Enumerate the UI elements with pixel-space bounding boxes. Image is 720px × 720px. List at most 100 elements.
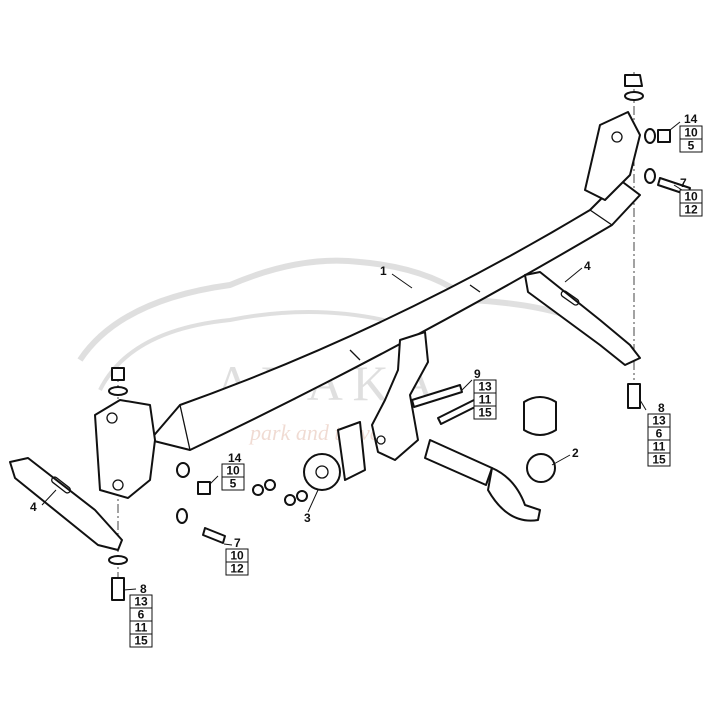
callout-9: 9 <box>474 367 481 381</box>
left-end-bracket <box>94 399 156 499</box>
socket-plate-disc <box>303 453 341 491</box>
stack-cell-box <box>679 138 703 153</box>
tow-ball-cap <box>523 396 557 436</box>
callout-1: 1 <box>380 264 387 278</box>
stack-cell-box <box>679 202 703 217</box>
watermark-car-line <box>98 310 421 391</box>
callout-4-right: 4 <box>584 259 591 273</box>
bolt-bottom-8 <box>111 577 125 601</box>
stack-cell-box <box>473 405 497 420</box>
washer-bottom-left <box>108 555 128 565</box>
fasteners <box>108 74 691 601</box>
stack-cell-label: 10 <box>230 549 244 563</box>
callout-3: 3 <box>304 511 311 525</box>
nut-left-1 <box>197 481 211 495</box>
stack-cell-label: 12 <box>684 203 698 217</box>
washer-socket-2 <box>296 490 308 502</box>
washer-socket-1 <box>284 494 296 506</box>
tow-ball-head <box>526 453 556 483</box>
stack-cell-label: 11 <box>135 621 148 635</box>
stack-cell-label: 15 <box>652 453 666 467</box>
leader-2 <box>551 454 571 466</box>
left-support-bracket-slot <box>51 476 71 494</box>
washer-left-2 <box>176 508 188 524</box>
watermark-tagline: park and travel <box>248 420 386 445</box>
bolt-right-8 <box>627 383 641 409</box>
main-beam-edges <box>179 209 613 451</box>
stack-cell-label: 6 <box>656 427 663 441</box>
leader-7-left <box>223 543 233 546</box>
washer-right-2 <box>644 168 656 184</box>
central-hanger <box>371 331 429 461</box>
nut-top-right <box>624 74 643 87</box>
washer-top-left <box>108 386 128 396</box>
stack-cell-label: 13 <box>478 380 492 394</box>
washer-left-1 <box>176 462 190 478</box>
leader-9 <box>461 379 473 391</box>
stack-cell-label: 5 <box>688 139 695 153</box>
left-end-bracket-hole-top <box>106 412 118 424</box>
stack-cell-label: 10 <box>226 464 240 478</box>
leader-4-left <box>41 489 57 506</box>
tow-ball-shank <box>424 439 493 486</box>
leader-8-right <box>639 399 647 411</box>
leader-14-left <box>209 475 219 485</box>
leader-1 <box>391 273 413 289</box>
stack-cell-label: 13 <box>134 595 148 609</box>
nut-socket-1 <box>252 484 264 496</box>
stack-cell-label: 12 <box>230 562 244 576</box>
stack-cell-label: 10 <box>684 190 698 204</box>
watermark-car-swoosh <box>77 257 602 362</box>
nut-right-1 <box>657 129 671 143</box>
stack-cell-label: 6 <box>138 608 145 622</box>
tow-ball-neck <box>487 467 541 522</box>
nut-top-left <box>111 367 125 381</box>
leader-3 <box>307 489 319 513</box>
stack-cell-label: 13 <box>652 414 666 428</box>
stack-cell-label: 5 <box>230 477 237 491</box>
stack-cell-box <box>647 452 671 467</box>
stack-cell-label: 15 <box>478 406 492 420</box>
callout-8-right: 8 <box>658 401 665 415</box>
stack-cell-box <box>129 633 153 648</box>
left-support-bracket <box>9 457 123 551</box>
callout-4-left: 4 <box>30 500 37 514</box>
bolt-left-7 <box>202 527 226 544</box>
callout-8-left: 8 <box>140 582 147 596</box>
nut-socket-2 <box>264 479 276 491</box>
socket-plate-center-hole <box>315 465 329 479</box>
callout-14-left: 14 <box>228 451 242 465</box>
stack-cell-label: 11 <box>479 393 492 407</box>
leader-8-left <box>123 588 137 591</box>
callout-7-left: 7 <box>234 536 241 550</box>
main-beam-body <box>149 179 641 451</box>
bolt-center-9a <box>411 384 463 408</box>
socket-plate-mount <box>337 421 366 481</box>
central-hanger-hole <box>376 435 386 445</box>
leader-14-top <box>669 121 681 131</box>
washer-top-right <box>624 91 644 101</box>
leader-4-right <box>564 267 583 283</box>
left-end-bracket-hole-bottom <box>112 479 124 491</box>
right-support-bracket <box>524 271 641 366</box>
stack-cell-label: 15 <box>134 634 148 648</box>
stack-cell-box <box>221 476 245 491</box>
right-support-bracket-slot <box>560 290 580 306</box>
callout-14-top: 14 <box>684 112 698 126</box>
washer-right-1 <box>644 128 656 144</box>
right-end-bracket-hole <box>611 131 623 143</box>
right-end-bracket <box>584 111 641 201</box>
callout-7-top: 7 <box>680 176 687 190</box>
callout-2: 2 <box>572 446 579 460</box>
stack-cell-label: 11 <box>653 440 666 454</box>
socket-plate <box>303 421 366 491</box>
stack-top-right-nut: 105 <box>679 125 703 153</box>
